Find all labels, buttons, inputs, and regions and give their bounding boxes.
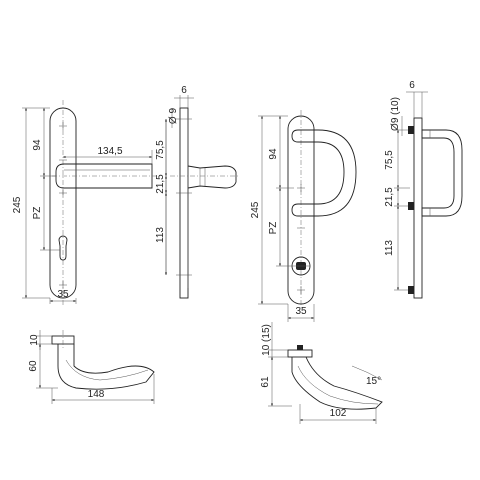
dimension-fix-diameter: Ø 9 xyxy=(168,108,179,128)
side-plate xyxy=(179,107,189,299)
pull-width-label: 35 xyxy=(295,306,307,317)
lower-spacing-label: 113 xyxy=(155,227,166,243)
pull-dimension-spacing: 75,5 21,5 113 xyxy=(384,129,410,291)
pull-angle-label: 15° xyxy=(366,376,381,387)
bolt-top xyxy=(408,126,414,134)
pull-top-dimension-depth: 61 xyxy=(260,357,292,407)
pull-length-label: 102 xyxy=(330,408,347,419)
thickness-label: 6 xyxy=(181,85,187,96)
pull-top-view: 10 (15) 61 102 15° xyxy=(260,322,383,424)
pull-fix-diameter-label: Ø9 (10) xyxy=(390,97,401,131)
lever-top-edge xyxy=(65,359,149,381)
pull-dimension-width: 35 xyxy=(287,304,315,322)
pz-label: PZ xyxy=(32,207,43,220)
pull-plate-front-view: 245 94 PZ 35 xyxy=(250,110,357,322)
middle-spacing-label: 21,5 xyxy=(155,174,166,194)
fix-diameter-label: Ø 9 xyxy=(168,108,179,125)
lever-handle xyxy=(55,163,153,189)
lever-top-body xyxy=(57,344,155,390)
lever-plate-side-view: 6 Ø 9 75,5 21,5 113 xyxy=(155,85,240,299)
pull-upper-spacing-label: 75,5 xyxy=(384,150,395,170)
pull-dimension-pz: PZ xyxy=(268,188,292,267)
pull-side-plate xyxy=(413,117,423,299)
pull-dimension-fix-diameter: Ø9 (10) xyxy=(390,97,403,136)
pull-top-dimension-rose: 10 (15) xyxy=(261,322,288,360)
dimension-width: 35 xyxy=(49,289,77,304)
lever-length-label: 148 xyxy=(88,389,105,400)
lever-rose-label: 10 xyxy=(29,334,40,346)
pull-rose-label: 10 (15) xyxy=(261,324,272,356)
bolt-middle xyxy=(408,202,414,210)
lever-plate-front-view: 245 94 PZ 134,5 35 xyxy=(12,100,160,306)
dimension-spacing: 75,5 21,5 113 xyxy=(155,119,167,275)
pull-dimension-upper: 94 xyxy=(268,116,294,189)
pull-dimension-thickness: 6 xyxy=(406,80,428,118)
lever-top-dimension-length: 148 xyxy=(51,374,155,404)
pull-depth-label: 61 xyxy=(260,376,271,388)
pull-top-dimension-length: 102 xyxy=(299,404,377,424)
lever-top-dimension-depth: 60 xyxy=(28,344,58,389)
pull-angle-ref xyxy=(351,365,383,381)
pull-middle-spacing-label: 21,5 xyxy=(384,187,395,207)
pull-side-handle xyxy=(421,129,463,217)
side-lever xyxy=(187,165,237,189)
pull-plate-side-view: 6 Ø9 (10) 75,5 21,5 113 xyxy=(384,80,463,299)
upper-spacing-label: 75,5 xyxy=(155,140,166,160)
width-label: 35 xyxy=(57,289,69,300)
fixing-marks xyxy=(59,122,67,289)
cylinder-cutout xyxy=(58,235,68,261)
pull-lower-spacing-label: 113 xyxy=(384,240,395,256)
dimension-thickness: 6 xyxy=(174,85,194,108)
pull-pz-label: PZ xyxy=(268,222,279,235)
upper-label: 94 xyxy=(32,139,43,151)
pull-handle xyxy=(291,129,357,217)
dimension-pz: PZ xyxy=(32,176,60,251)
bolt-bottom xyxy=(408,286,414,294)
lever-depth-label: 60 xyxy=(28,360,39,372)
dimension-arm: 134,5 xyxy=(63,146,153,164)
pull-thickness-label: 6 xyxy=(409,80,415,91)
arm-label: 134,5 xyxy=(97,146,122,157)
pull-fixing-marks xyxy=(297,184,305,294)
pull-dimension-height: 245 xyxy=(250,115,288,305)
pull-rose-cover xyxy=(297,345,303,350)
dimension-upper: 94 xyxy=(32,108,56,177)
pull-top-edge xyxy=(297,365,379,405)
pull-rose xyxy=(287,349,313,358)
height-label: 245 xyxy=(12,196,23,213)
dimension-height: 245 xyxy=(12,107,50,299)
pull-height-label: 245 xyxy=(250,201,261,218)
lever-top-view: 10 60 148 xyxy=(28,330,155,404)
pull-upper-label: 94 xyxy=(268,148,279,160)
lever-top-dimension-rose: 10 xyxy=(29,330,52,350)
